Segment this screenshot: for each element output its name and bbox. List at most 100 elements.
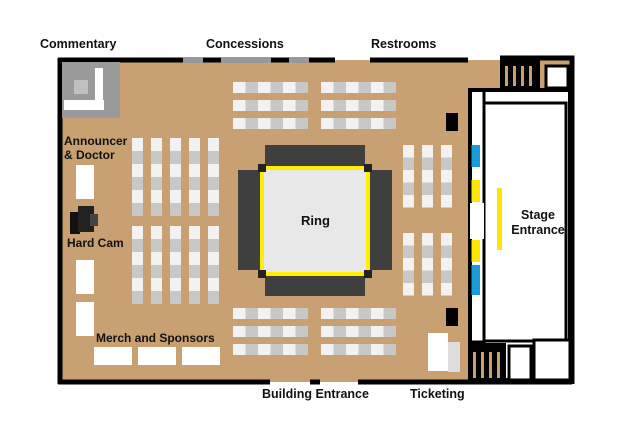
- seat-left-upper: [151, 164, 162, 177]
- ticketing-booth: [428, 333, 448, 371]
- hard-cam-label: Hard Cam: [67, 236, 124, 250]
- seat-bottom-left: [258, 344, 271, 355]
- seat-top-left: [233, 100, 246, 111]
- seat-left-upper: [208, 164, 219, 177]
- seat-left-upper: [151, 190, 162, 203]
- seat-top-right: [346, 118, 359, 129]
- seat-left-upper: [170, 190, 181, 203]
- seat-left-lower: [170, 265, 181, 278]
- seat-right-lower: [441, 283, 452, 296]
- seat-left-lower: [189, 291, 200, 304]
- seat-left-lower: [151, 278, 162, 291]
- seat-top-left: [258, 100, 271, 111]
- ring-post-bl: [258, 270, 266, 278]
- seat-right-upper: [441, 145, 452, 158]
- seat-right-lower: [403, 233, 414, 246]
- ring-apron-top: [265, 145, 365, 167]
- seat-bottom-left: [258, 308, 271, 319]
- seat-right-lower: [441, 245, 452, 258]
- seat-bottom-left: [270, 344, 283, 355]
- ring-post-tr: [364, 164, 372, 172]
- seat-bottom-right: [346, 308, 359, 319]
- seat-left-lower: [132, 291, 143, 304]
- seat-bottom-left: [245, 326, 258, 337]
- seat-bottom-left: [245, 344, 258, 355]
- seat-right-lower: [403, 245, 414, 258]
- seat-right-lower: [422, 233, 433, 246]
- seat-left-lower: [189, 239, 200, 252]
- seat-left-lower: [170, 252, 181, 265]
- seat-left-lower: [151, 226, 162, 239]
- seat-top-right: [358, 118, 371, 129]
- stairs-top-right: [500, 60, 570, 90]
- seat-left-lower: [132, 252, 143, 265]
- seat-bottom-right: [346, 344, 359, 355]
- seat-left-upper: [151, 203, 162, 216]
- seat-right-upper: [403, 182, 414, 195]
- seat-top-left: [270, 118, 283, 129]
- seat-right-upper: [403, 157, 414, 170]
- seat-left-lower: [170, 239, 181, 252]
- seat-bottom-right: [333, 308, 346, 319]
- east-wall-top: [500, 55, 575, 384]
- ring-apron-bottom: [265, 274, 365, 296]
- seat-left-lower: [189, 252, 200, 265]
- seat-left-lower: [170, 226, 181, 239]
- seat-left-upper: [208, 138, 219, 151]
- seat-bottom-left: [233, 344, 246, 355]
- concessions-counter-2: [221, 57, 271, 63]
- seat-left-upper: [208, 203, 219, 216]
- seat-left-upper: [208, 151, 219, 164]
- seat-right-upper: [403, 195, 414, 208]
- seat-top-right: [346, 82, 359, 93]
- concessions-counter-3: [289, 57, 309, 63]
- seat-bottom-left: [245, 308, 258, 319]
- seat-bottom-left: [283, 308, 296, 319]
- seat-top-left: [283, 118, 296, 129]
- ring-mat: [260, 166, 370, 276]
- seat-top-right: [333, 100, 346, 111]
- commentary-booth: [62, 62, 120, 118]
- seat-left-lower: [208, 291, 219, 304]
- seat-bottom-right: [371, 308, 384, 319]
- seat-left-lower: [208, 252, 219, 265]
- seat-left-upper: [151, 138, 162, 151]
- stage-strip-blue-1: [470, 145, 480, 167]
- seat-left-upper: [170, 138, 181, 151]
- seat-bottom-right: [383, 308, 396, 319]
- stage-strip-blue-2: [470, 265, 480, 295]
- pillar-bottom: [446, 308, 458, 326]
- ring-label: Ring: [301, 213, 330, 228]
- ring: [238, 145, 392, 296]
- seat-bottom-left: [283, 344, 296, 355]
- seat-left-upper: [132, 138, 143, 151]
- seat-left-upper: [132, 164, 143, 177]
- seat-top-right: [371, 100, 384, 111]
- seat-right-upper: [441, 157, 452, 170]
- seat-left-upper: [189, 203, 200, 216]
- seat-bottom-right: [383, 344, 396, 355]
- seat-top-right: [321, 118, 334, 129]
- seat-left-upper: [208, 190, 219, 203]
- seat-left-upper: [189, 151, 200, 164]
- seat-left-upper: [132, 190, 143, 203]
- seat-left-lower: [189, 278, 200, 291]
- seat-right-upper: [422, 182, 433, 195]
- concessions-label: Concessions: [206, 37, 284, 51]
- seat-right-lower: [422, 245, 433, 258]
- seat-bottom-left: [295, 308, 308, 319]
- seat-right-lower: [441, 233, 452, 246]
- seat-left-upper: [132, 151, 143, 164]
- seat-top-left: [283, 82, 296, 93]
- seat-top-left: [258, 82, 271, 93]
- seat-bottom-left: [258, 326, 271, 337]
- seat-top-left: [270, 82, 283, 93]
- seat-top-right: [371, 118, 384, 129]
- seat-left-lower: [132, 239, 143, 252]
- seat-top-right: [346, 100, 359, 111]
- stage-strip-yellow-1: [470, 180, 480, 202]
- seat-left-lower: [132, 278, 143, 291]
- seat-bottom-right: [358, 326, 371, 337]
- seat-top-left: [270, 100, 283, 111]
